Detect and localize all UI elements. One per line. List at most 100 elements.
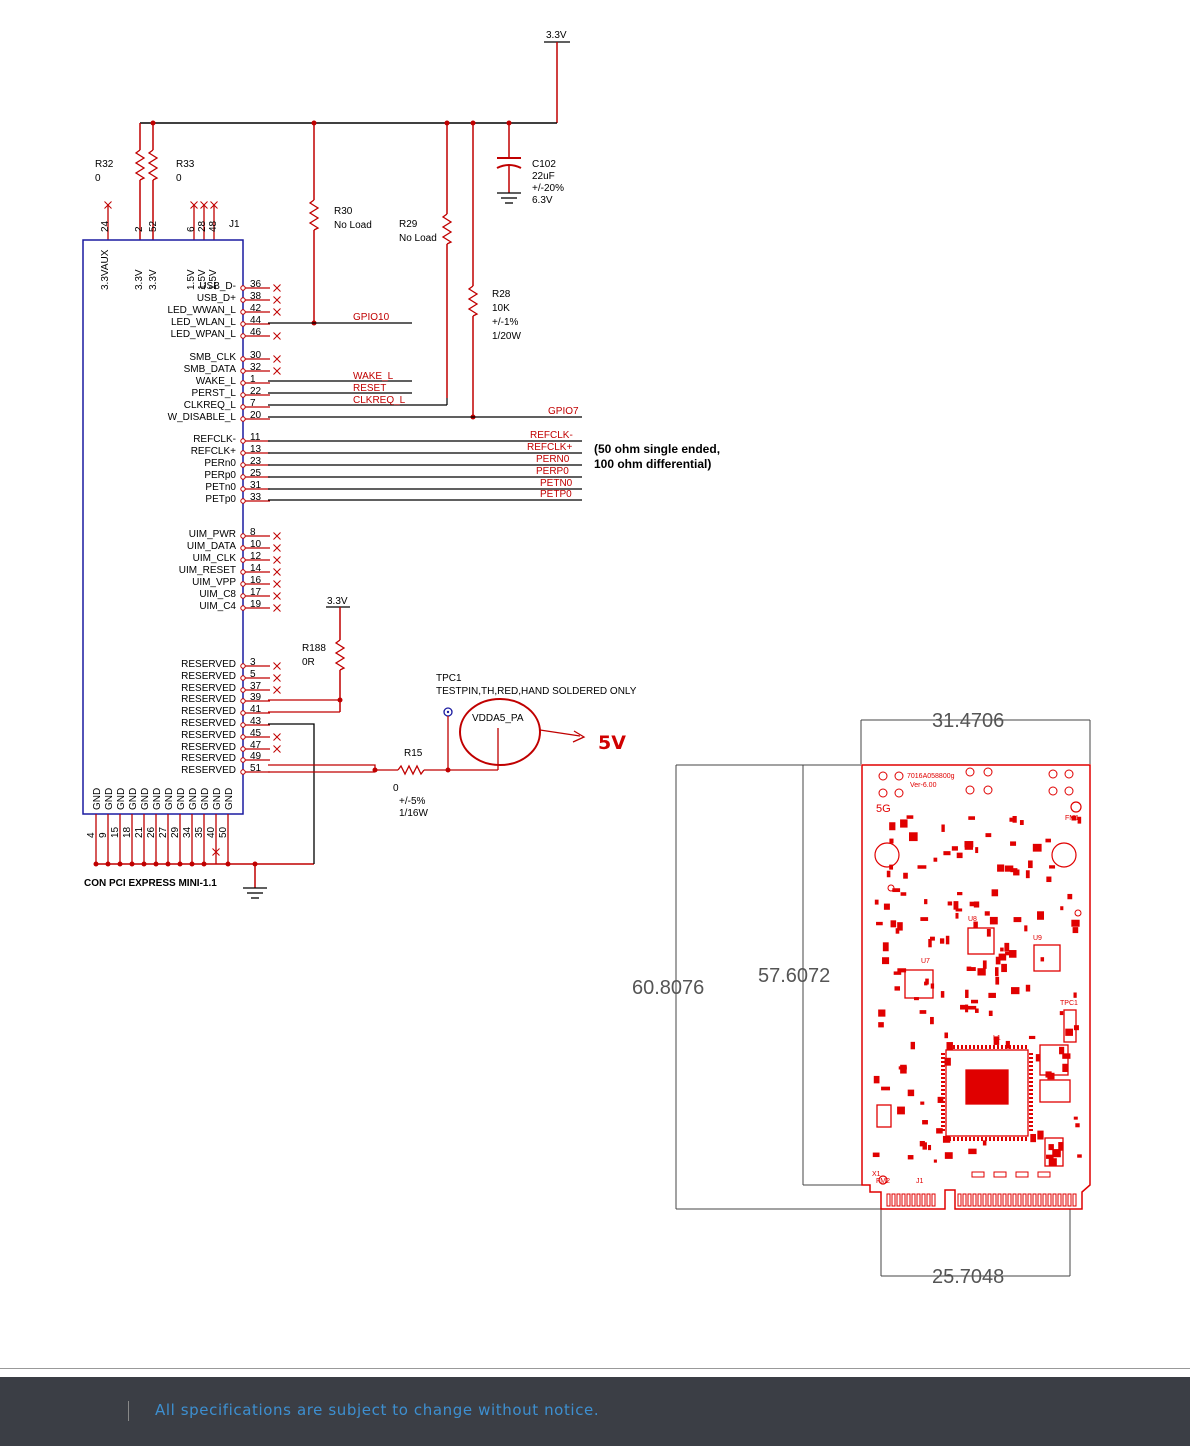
gnd-pin-name: GND: [188, 788, 199, 810]
pin-name: PETp0: [205, 494, 236, 505]
pin-number: 14: [250, 563, 262, 574]
pin-number: 30: [250, 350, 262, 361]
net-wiring: GPIO10 WAKE_L RESET CLKREQ_L GPIO7 REFCL…: [268, 312, 720, 501]
pin-name: UIM_C8: [199, 589, 236, 600]
gnd-pin-number: 21: [134, 826, 145, 838]
resistor-r29: R29 No Load: [399, 123, 453, 398]
r29-ref: R29: [399, 219, 418, 230]
gnd-symbol: [243, 887, 267, 899]
pin-name: W_DISABLE_L: [168, 412, 237, 423]
pin-number: 46: [250, 327, 262, 338]
pin-name: USB_D-: [199, 281, 236, 292]
gnd-pin-name: GND: [212, 788, 223, 810]
j1-gnd-pins: GND4GND9GND15GND18GND21GND26GND27GND29GN…: [86, 788, 258, 867]
pin-number: 12: [250, 551, 262, 562]
pin-number: 8: [250, 527, 256, 538]
r33-ref: R33: [176, 159, 195, 170]
pin-name: USB_D+: [197, 293, 236, 304]
footer-notice: All specifications are subject to change…: [155, 1401, 600, 1419]
top-pin-number: 2: [134, 226, 145, 232]
r30-ref: R30: [334, 206, 353, 217]
gnd-pin-name: GND: [128, 788, 139, 810]
pin-number: 13: [250, 444, 262, 455]
pin-number: 31: [250, 480, 262, 491]
pin-number: 43: [250, 716, 262, 727]
pcb-label-j1: J1: [916, 1178, 924, 1185]
impedance-note-2: 100 ohm differential): [594, 457, 711, 471]
resistor-r15: R15 0 +/-5% 1/16W: [268, 748, 498, 819]
footer-bar: All specifications are subject to change…: [0, 1377, 1190, 1446]
pin-number: 47: [250, 740, 262, 751]
gnd-pin-name: GND: [104, 788, 115, 810]
pin-name: UIM_RESET: [179, 565, 236, 576]
net-clkreq: CLKREQ_L: [353, 395, 406, 406]
gnd-pin-number: 35: [194, 826, 205, 838]
testpoint-tpc1: TPC1 TESTPIN,TH,RED,HAND SOLDERED ONLY V…: [436, 673, 637, 770]
pcb-label-5g: 5G: [876, 803, 891, 815]
pcb-version: Ver-6.00: [910, 782, 937, 789]
impedance-note-1: (50 ohm single ended,: [594, 442, 720, 456]
top-pin-number: 48: [208, 220, 219, 232]
c102-volt: 6.3V: [532, 195, 553, 206]
pin-number: 36: [250, 279, 262, 290]
gnd-pin-name: GND: [224, 788, 235, 810]
schematic-diagram: 3.3V R32 0 R33 0 243.3VAUX23.3V523.3V61.…: [82, 30, 1091, 1288]
pin-name: UIM_CLK: [193, 553, 237, 564]
net-petn0: PETN0: [540, 478, 573, 489]
capacitor-c102: C102 22uF +/-20% 6.3V: [496, 123, 564, 206]
r32-value: 0: [95, 173, 101, 184]
pin-name: RESERVED: [181, 659, 236, 670]
r15-power: 1/16W: [399, 808, 428, 819]
pcb-label-u7: U7: [921, 958, 930, 965]
footer-divider: [128, 1401, 129, 1421]
pcb-drawing: 31.4706 60.8076 57.6072 25.7048 7016A058…: [632, 710, 1091, 1288]
pin-number: 41: [250, 704, 262, 715]
pin-name: LED_WLAN_L: [171, 317, 236, 328]
c102-ref: C102: [532, 159, 556, 170]
pin-name: RESERVED: [181, 718, 236, 729]
pin-name: REFCLK-: [193, 434, 236, 445]
pin-number: 22: [250, 386, 262, 397]
pcb-label-u8: U8: [968, 916, 977, 923]
pin-name: PETn0: [205, 482, 236, 493]
net-gpio7: GPIO7: [548, 406, 579, 417]
pcb-label-u9: U9: [1033, 935, 1042, 942]
pin-number: 3: [250, 657, 256, 668]
gnd-pin-name: GND: [200, 788, 211, 810]
pin-name: LED_WWAN_L: [167, 305, 236, 316]
gnd-pin-name: GND: [164, 788, 175, 810]
gnd-pin-name: GND: [152, 788, 163, 810]
top-pin-name: 3.3V: [134, 269, 145, 290]
top-pin-name: 1.5V: [208, 269, 219, 290]
net-perp0: PERP0: [536, 466, 569, 477]
pcb-dim-bottom: 25.7048: [932, 1266, 1004, 1288]
pcb-label-fm2: FM2: [876, 1178, 890, 1185]
net-refclk-p: REFCLK+: [527, 442, 572, 453]
pin-number: 5: [250, 669, 256, 680]
j1-part: CON PCI EXPRESS MINI-1.1: [84, 878, 217, 889]
pin-number: 42: [250, 303, 262, 314]
pcb-dim-mid: 57.6072: [758, 965, 830, 987]
pin-number: 19: [250, 599, 262, 610]
resistor-r28: R28 10K +/-1% 1/20W: [467, 123, 521, 420]
vdda5-label: VDDA5_PA: [472, 713, 524, 724]
pin-name: SMB_CLK: [189, 352, 236, 363]
pcb-dim-left: 60.8076: [632, 977, 704, 999]
pin-name: PERp0: [204, 470, 236, 481]
c102-tol: +/-20%: [532, 183, 564, 194]
gnd-pin-name: GND: [116, 788, 127, 810]
gnd-pin-number: 26: [146, 826, 157, 838]
pcb-label-x1: X1: [872, 1171, 881, 1178]
pin-number: 44: [250, 315, 262, 326]
gnd-pin-number: 9: [98, 832, 109, 838]
net-pern0: PERN0: [536, 454, 570, 465]
pin-name: UIM_C4: [199, 601, 236, 612]
gnd-pin-name: GND: [92, 788, 103, 810]
pin-name: CLKREQ_L: [184, 400, 237, 411]
pin-number: 49: [250, 751, 262, 762]
gnd-pin-number: 34: [182, 826, 193, 838]
pin-number: 7: [250, 398, 256, 409]
pin-number: 25: [250, 468, 262, 479]
resistor-r32-r33: R32 0 R33 0: [95, 123, 195, 240]
